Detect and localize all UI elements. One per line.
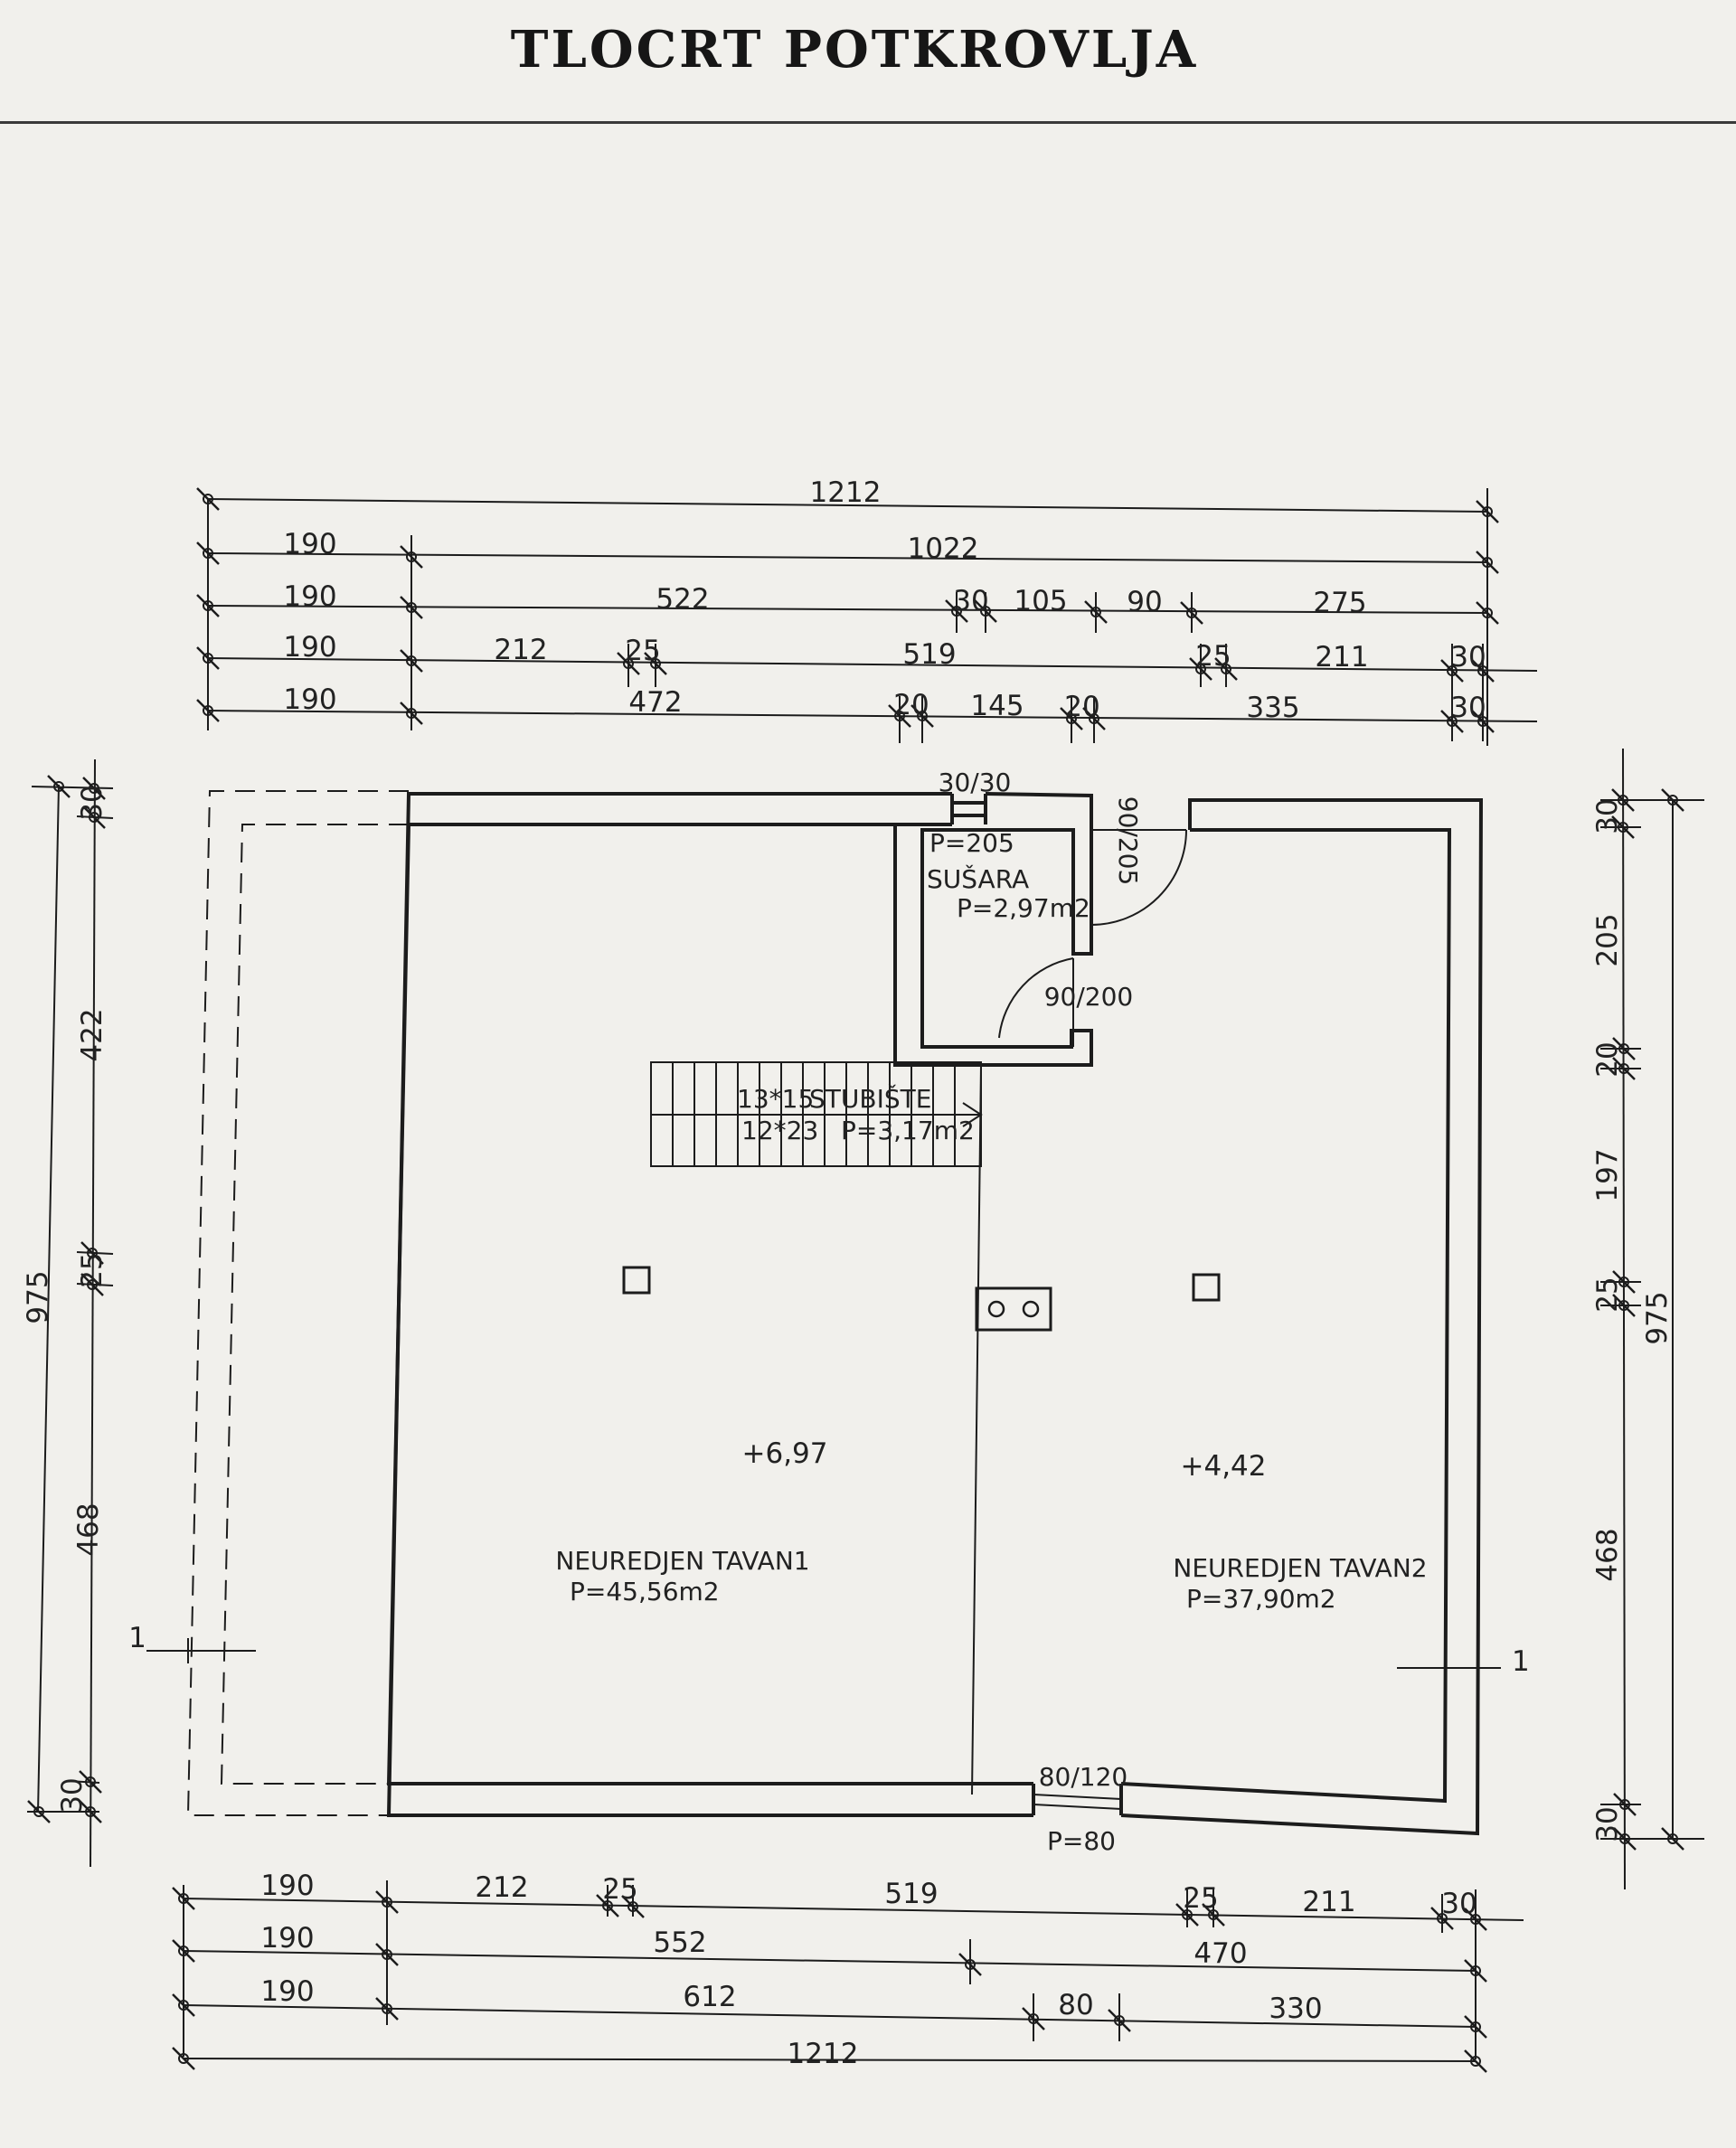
dim-label: 1212 xyxy=(810,476,882,509)
column-left xyxy=(622,1266,651,1295)
dim-label: 20 xyxy=(1591,1041,1624,1077)
roof-outline-dashed xyxy=(186,790,409,1816)
dim-label: 25 xyxy=(1183,1882,1218,1915)
dryer-door-top-label: 90/205 xyxy=(1113,796,1143,886)
section-label: 1 xyxy=(128,1622,146,1654)
dim-label: 212 xyxy=(494,634,547,666)
right-dimension-chain xyxy=(1600,748,1704,1890)
dim-label: 145 xyxy=(970,690,1024,722)
dim-label: 212 xyxy=(475,1871,528,1904)
dim-label: 975 xyxy=(22,1270,54,1324)
dim-label: 190 xyxy=(260,1975,314,2008)
opening-labels: 30/30 90/205 90/200 80/120 P=80 xyxy=(939,768,1143,1856)
dim-label: 30 xyxy=(56,1777,89,1813)
dim-label: 211 xyxy=(1315,641,1368,674)
dim-label: 80 xyxy=(1058,1989,1093,2021)
dryer-room-area: P=2,97m2 xyxy=(957,893,1090,923)
left-dimension-labels: 975 30 422 25 468 30 xyxy=(22,785,108,1813)
dim-label: 25 xyxy=(1591,1277,1624,1312)
dim-label: 105 xyxy=(1014,585,1067,617)
dim-label: 422 xyxy=(76,1008,108,1061)
dim-label: 190 xyxy=(260,1922,314,1955)
dryer-window-height: P=205 xyxy=(929,828,1014,858)
stair-steps-top: 13*15 xyxy=(737,1084,814,1114)
stair-steps-bottom: 12*23 xyxy=(741,1116,818,1145)
drawing-title: TLOCRT POTKROVLJA xyxy=(510,20,1199,80)
attic1-labels: +6,97 NEUREDJEN TAVAN1 P=45,56m2 xyxy=(555,1437,827,1606)
dim-label: 30 xyxy=(76,785,108,820)
dim-label: 335 xyxy=(1246,692,1299,724)
dim-label: 30 xyxy=(1450,641,1486,674)
bottom-window-label: 80/120 xyxy=(1039,1762,1128,1792)
attic2-name: NEUREDJEN TAVAN2 xyxy=(1173,1553,1427,1583)
dim-label: 468 xyxy=(72,1503,105,1556)
bottom-window xyxy=(1033,1794,1122,1810)
staircase xyxy=(650,1061,983,1167)
dim-label: 612 xyxy=(683,1981,736,2013)
dryer-room-name: SUŠARA xyxy=(927,863,1029,894)
stair-name: STUBIŠTE xyxy=(809,1083,931,1114)
dim-label: 25 xyxy=(1195,640,1231,673)
dryer-window-label: 30/30 xyxy=(939,768,1012,797)
stair-labels: 13*15 STUBIŠTE 12*23 P=3,17m2 xyxy=(737,1083,975,1145)
section-label: 1 xyxy=(1512,1645,1530,1678)
dim-label: 1022 xyxy=(908,532,979,565)
dim-label: 975 xyxy=(1641,1291,1674,1344)
top-dimension-labels: 1212 190 1022 190 522 30 105 90 275 190 … xyxy=(283,476,1486,724)
dim-label: 522 xyxy=(656,583,709,616)
title-rule xyxy=(0,121,1736,124)
dim-label: 552 xyxy=(653,1927,706,1959)
dryer-door-bottom-label: 90/200 xyxy=(1044,982,1134,1012)
dim-label: 190 xyxy=(283,631,336,664)
dim-label: 205 xyxy=(1591,913,1624,966)
dim-label: 211 xyxy=(1302,1886,1355,1918)
dim-label: 470 xyxy=(1194,1937,1247,1970)
walls xyxy=(386,792,1484,1836)
attic2-level: +4,42 xyxy=(1181,1450,1267,1483)
dim-label: 190 xyxy=(283,528,336,561)
dim-label: 519 xyxy=(902,638,956,671)
dim-label: 25 xyxy=(602,1873,637,1906)
dim-label: 519 xyxy=(884,1878,938,1910)
dim-label: 330 xyxy=(1269,1993,1322,2025)
dim-label: 190 xyxy=(260,1870,314,1902)
dim-label: 30 xyxy=(1591,798,1624,834)
stair-area: P=3,17m2 xyxy=(841,1116,975,1145)
section-mark-left: 1 xyxy=(128,1622,256,1663)
dim-label: 197 xyxy=(1591,1148,1624,1201)
dryer-room-labels: P=205 SUŠARA P=2,97m2 xyxy=(927,828,1090,923)
dim-label: 30 xyxy=(1441,1888,1477,1920)
section-mark-right: 1 xyxy=(1397,1645,1530,1678)
dim-label: 30 xyxy=(953,585,988,617)
right-dimension-labels: 30 205 20 197 25 468 30 975 xyxy=(1591,798,1674,1842)
partition-line xyxy=(971,1064,982,1795)
dim-label: 30 xyxy=(1450,692,1486,724)
dim-label: 25 xyxy=(625,635,660,667)
dim-label: 25 xyxy=(76,1252,108,1287)
attic1-level: +6,97 xyxy=(742,1437,828,1470)
dim-label: 30 xyxy=(1591,1806,1624,1842)
dryer-door-swing xyxy=(998,829,1187,1047)
dim-label: 20 xyxy=(893,689,929,721)
dim-label: 20 xyxy=(1064,691,1099,723)
dim-label: 472 xyxy=(628,686,682,719)
dim-label: 468 xyxy=(1591,1528,1624,1581)
dim-label: 190 xyxy=(283,683,336,716)
chimney xyxy=(975,1286,1052,1332)
bottom-dimension-labels: 190 212 25 519 25 211 30 190 552 470 190… xyxy=(260,1870,1477,2070)
dim-label: 90 xyxy=(1127,586,1162,618)
bottom-window-height: P=80 xyxy=(1047,1826,1116,1856)
dim-label: 275 xyxy=(1313,587,1366,619)
attic1-area: P=45,56m2 xyxy=(570,1577,720,1606)
attic2-labels: +4,42 NEUREDJEN TAVAN2 P=37,90m2 xyxy=(1173,1450,1427,1614)
column-right xyxy=(1192,1273,1221,1302)
attic2-area: P=37,90m2 xyxy=(1186,1584,1336,1614)
attic1-name: NEUREDJEN TAVAN1 xyxy=(555,1546,809,1576)
dim-label: 190 xyxy=(283,580,336,613)
dim-label: 1212 xyxy=(788,2038,859,2070)
